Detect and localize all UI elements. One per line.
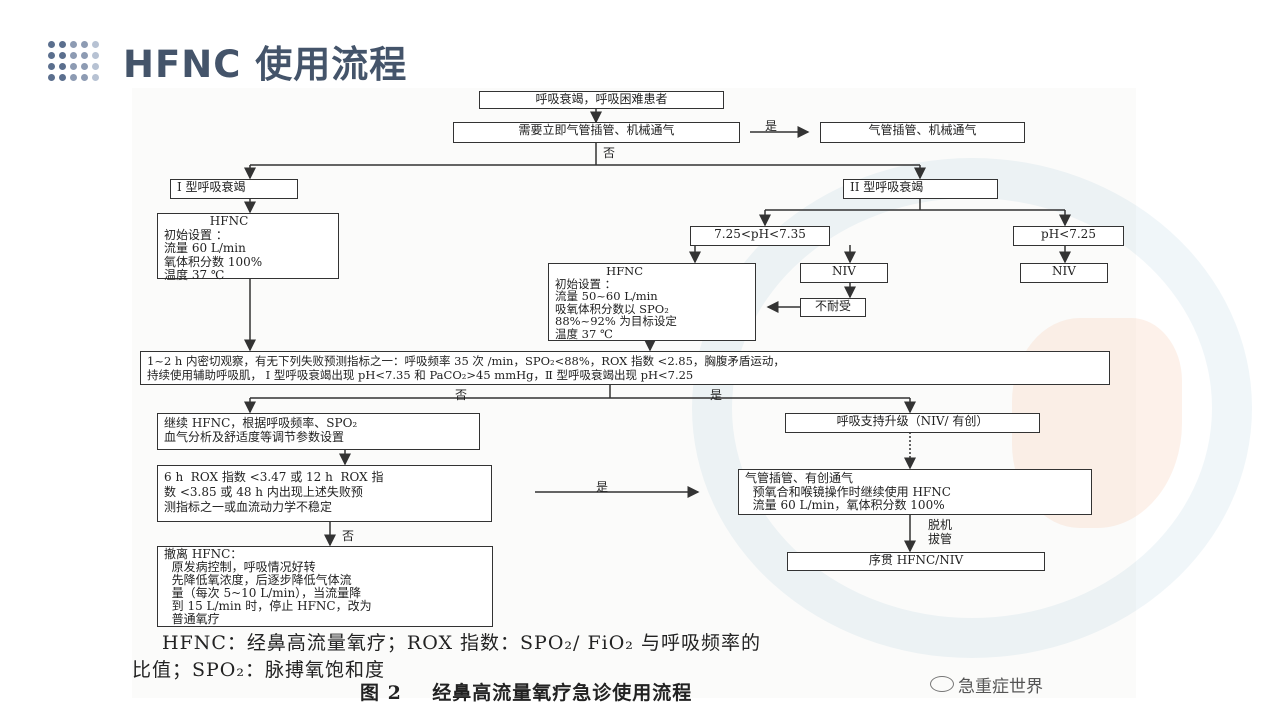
dots-grid-icon <box>48 41 99 81</box>
type1-failure-box: I 型呼吸衰竭 <box>170 179 298 199</box>
wean-hfnc-box: 撤离 HFNC： 原发病控制，呼吸情况好转 先降低氧浓度，后逐步降低气体流 量（… <box>157 546 493 627</box>
caption-line-2: 比值；SPO₂：脉搏氧饱和度 <box>132 659 385 681</box>
intolerant-box: 不耐受 <box>800 298 866 317</box>
hfnc-setup-type2-box: HFNC 初始设置 ： 流量 50~60 L/min 吸氧体积分数以 SPO₂ … <box>548 263 756 341</box>
caption-figure-title: 图 2 经鼻高流量氧疗急诊使用流程 <box>360 682 693 704</box>
wechat-icon <box>930 676 954 692</box>
yes-label-1: 是 <box>765 119 778 133</box>
niv-box-2: NIV <box>1020 263 1108 283</box>
yes-label-3: 是 <box>596 480 609 494</box>
watermark-signature: 急重症世界 <box>958 677 1043 697</box>
type2-failure-box: II 型呼吸衰竭 <box>843 179 998 199</box>
extubation-label: 脱机 拔管 <box>928 518 953 546</box>
hfnc-setup-type1-box: HFNC 初始设置 ： 流量 60 L/min 氧体积分数 100% 温度 37… <box>157 213 339 282</box>
respiratory-upgrade-box: 呼吸支持升级（NIV/ 有创） <box>785 413 1040 433</box>
slide-title: HFNC 使用流程 <box>123 43 408 86</box>
niv-box-1: NIV <box>800 263 888 283</box>
slide-header: HFNC 使用流程 <box>48 34 407 88</box>
observation-criteria-box: 1~2 h 内密切观察，有无下列失败预测指标之一：呼吸频率 35 次 /min，… <box>140 351 1110 385</box>
ph-mid-box: 7.25<pH<7.35 <box>690 226 830 246</box>
no-label-2: 否 <box>455 388 468 402</box>
caption-line-1: HFNC：经鼻高流量氧疗；ROX 指数：SPO₂/ FiO₂ 与呼吸频率的 <box>162 632 761 654</box>
start-box: 呼吸衰竭，呼吸困难患者 <box>479 91 724 109</box>
continue-hfnc-box: 继续 HFNC，根据呼吸频率、SPO₂ 血气分析及舒适度等调节参数设置 <box>157 413 480 450</box>
intubation-box: 气管插管、机械通气 <box>820 122 1025 143</box>
invasive-ventilation-box: 气管插管、有创通气 预氧合和喉镜操作时继续使用 HFNC 流量 60 L/min… <box>738 469 1092 515</box>
no-label-3: 否 <box>342 529 355 543</box>
ph-low-box: pH<7.25 <box>1013 226 1124 246</box>
rox-criteria-box: 6 h ROX 指数 <3.47 或 12 h ROX 指 数 <3.85 或 … <box>157 465 492 522</box>
intubate-question-box: 需要立即气管插管、机械通气 <box>453 122 740 143</box>
yes-label-2: 是 <box>710 388 723 402</box>
no-label-1: 否 <box>603 146 616 160</box>
sequential-support-box: 序贯 HFNC/NIV <box>787 552 1045 571</box>
